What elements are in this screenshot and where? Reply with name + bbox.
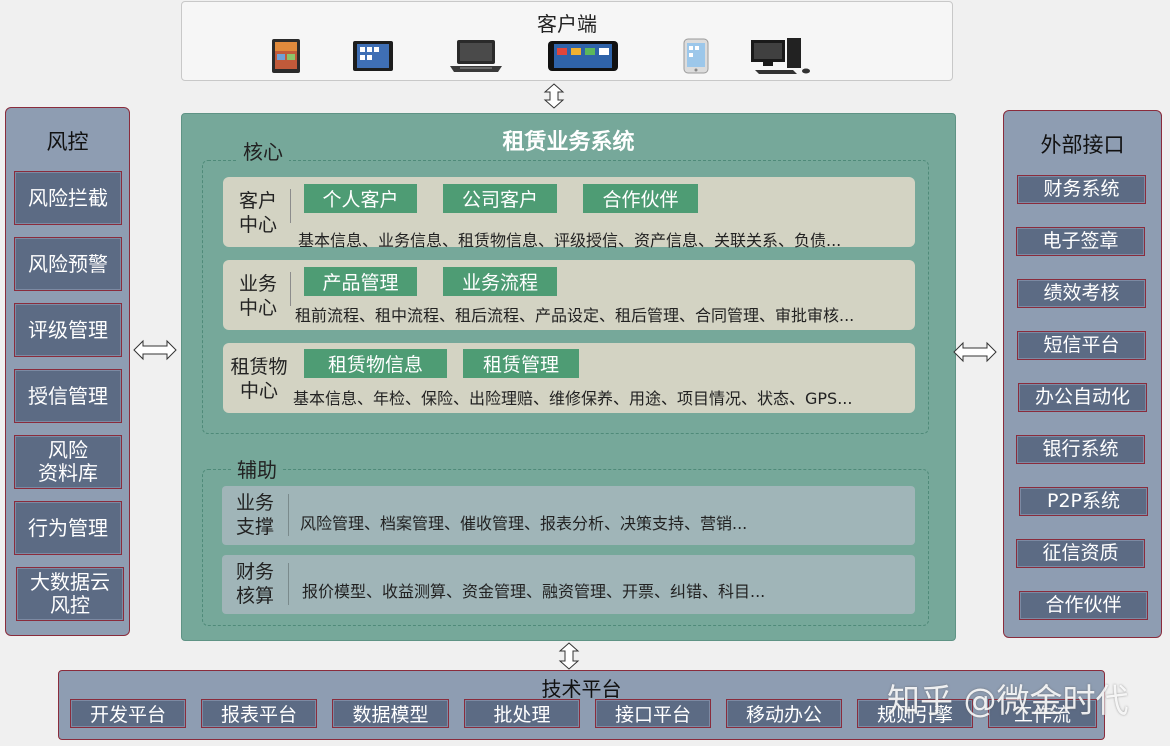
customer-center-panel: 客户 中心 个人客户 公司客户 合作伙伴 基本信息、业务信息、租赁物信息、评级授… [223,177,915,250]
business-center-panel: 业务 中心 产品管理 业务流程 租前流程、租中流程、租后流程、产品设定、租后管理… [223,260,915,330]
widescreen-tablet-icon [548,41,618,71]
tag-business-process[interactable]: 业务流程 [443,267,557,296]
ext-item-performance[interactable]: 绩效考核 [1017,279,1146,308]
business-support-label: 业务 支撑 [235,492,274,538]
asset-center-panel: 租赁物 中心 租赁物信息 租赁管理 基本信息、年检、保险、出险理赔、维修保养、用… [223,343,915,413]
tech-title: 技术平台 [541,677,622,701]
external-interface-panel: 外部接口 财务系统 电子签章 绩效考核 短信平台 办公自动化 银行系统 P2P系… [1003,110,1162,638]
tech-item-mobile-office[interactable]: 移动办公 [726,699,842,728]
ext-item-e-signature[interactable]: 电子签章 [1016,227,1145,256]
client-panel: 客户端 [181,1,953,81]
risk-item-behavior[interactable]: 行为管理 [14,501,122,555]
tablet-icon [272,39,300,73]
tag-asset-info[interactable]: 租赁物信息 [304,349,447,378]
asset-center-desc: 基本信息、年检、保险、出险理赔、维修保养、用途、项目情况、状态、GPS... [293,389,853,408]
core-label: 核心 [237,136,289,165]
desktop-pc-icon [751,38,810,74]
business-center-desc: 租前流程、租中流程、租后流程、产品设定、租后管理、合同管理、审批审核... [295,306,855,325]
customer-center-desc: 基本信息、业务信息、租赁物信息、评级授信、资产信息、关联关系、负债... [298,231,842,250]
client-system-arrow [543,83,565,109]
aux-group [202,469,929,626]
finance-label: 财务 核算 [235,561,274,607]
client-title: 客户端 [537,12,597,36]
ext-item-p2p[interactable]: P2P系统 [1019,487,1148,516]
risk-item-bigdata[interactable]: 大数据云 风控 [16,567,124,621]
ext-item-credit-qualification[interactable]: 征信资质 [1016,539,1145,568]
tech-item-dev-platform[interactable]: 开发平台 [70,699,186,728]
finance-panel: 财务 核算 报价模型、收益测算、资金管理、融资管理、开票、纠错、科目... [222,555,915,614]
tech-item-data-model[interactable]: 数据模型 [332,699,449,728]
ext-item-finance-system[interactable]: 财务系统 [1017,175,1146,204]
separator [290,189,291,223]
risk-item-warning[interactable]: 风险预警 [14,237,122,291]
risk-item-rating[interactable]: 评级管理 [14,303,122,357]
tech-item-batch[interactable]: 批处理 [464,699,580,728]
business-support-desc: 风险管理、档案管理、催收管理、报表分析、决策支持、营销... [300,514,748,533]
ext-item-bank[interactable]: 银行系统 [1016,435,1145,464]
separator [288,494,289,536]
ext-item-office-automation[interactable]: 办公自动化 [1018,383,1147,412]
tech-item-rule-engine[interactable]: 规则引擎 [857,699,973,728]
finance-desc: 报价模型、收益测算、资金管理、融资管理、开票、纠错、科目... [302,582,766,601]
ipad-icon [353,41,393,71]
core-group [202,160,929,434]
tag-product-management[interactable]: 产品管理 [304,267,417,296]
risk-title: 风控 [46,130,89,154]
ext-item-partner[interactable]: 合作伙伴 [1019,591,1148,620]
laptop-icon [450,40,502,72]
business-support-panel: 业务 支撑 风险管理、档案管理、催收管理、报表分析、决策支持、营销... [222,486,915,545]
tag-partner[interactable]: 合作伙伴 [583,184,698,213]
risk-control-panel: 风控 风险拦截 风险预警 评级管理 授信管理 风险 资料库 行为管理 大数据云 … [5,107,130,636]
tag-personal-customer[interactable]: 个人客户 [304,184,417,213]
business-center-label: 业务 中心 [238,273,277,319]
ext-item-sms[interactable]: 短信平台 [1017,331,1146,360]
asset-center-label: 租赁物 中心 [230,356,288,402]
system-title: 租赁业务系统 [502,130,635,155]
risk-system-arrow [133,339,177,361]
system-external-arrow [953,341,997,363]
separator [290,272,291,306]
tech-item-report-platform[interactable]: 报表平台 [201,699,317,728]
tech-item-interface-platform[interactable]: 接口平台 [595,699,711,728]
phone-icon [683,38,709,74]
customer-center-label: 客户 中心 [238,190,277,236]
watermark: 知乎 @微金时代 [887,681,1129,720]
external-title: 外部接口 [1040,133,1125,157]
tech-item-workflow[interactable]: 工作流 [988,699,1097,728]
leasing-system-panel: 租赁业务系统 核心 客户 中心 个人客户 公司客户 合作伙伴 基本信息、业务信息… [181,113,956,641]
system-tech-arrow [558,642,580,670]
aux-label: 辅助 [231,454,283,483]
tag-lease-management[interactable]: 租赁管理 [463,349,579,378]
tag-company-customer[interactable]: 公司客户 [443,184,557,213]
risk-item-database[interactable]: 风险 资料库 [14,435,122,489]
separator [288,563,289,605]
risk-item-credit[interactable]: 授信管理 [14,369,122,423]
tech-platform-panel: 技术平台 开发平台 报表平台 数据模型 批处理 接口平台 移动办公 规则引擎 工… [58,670,1105,740]
risk-item-interception[interactable]: 风险拦截 [14,171,122,225]
